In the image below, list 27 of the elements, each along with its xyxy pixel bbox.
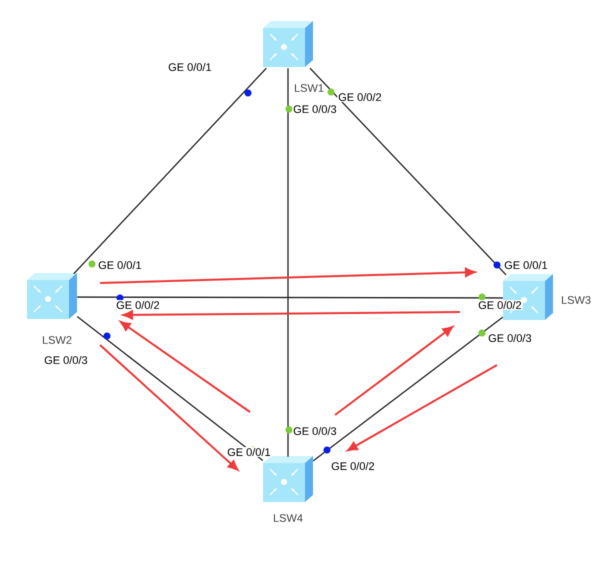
link-line [310,68,506,276]
port-label: GE 0/0/3 [487,332,533,344]
port-label: GE 0/0/3 [292,426,338,436]
switch-label: LSW3 [562,296,590,304]
port-label: GE 0/0/1 [97,260,143,270]
port-label: GE 0/0/3 [43,354,89,366]
port-label: GE 0/0/2 [337,92,383,102]
link-line [73,68,267,274]
traffic-arrow [99,344,238,471]
port-label: GE 0/0/1 [167,62,213,72]
port-label: GE 0/0/2 [330,460,376,472]
port-label: GE 0/0/1 [226,446,272,458]
link-line [76,316,264,462]
traffic-arrow [347,364,498,452]
port-label: GE 0/0/1 [503,260,549,270]
traffic-arrow [334,326,454,416]
link-line [312,316,504,462]
switch-label: LSW1 [294,84,324,92]
port-label: GE 0/0/2 [115,300,161,310]
switch-label: LSW2 [42,336,72,344]
port-label: GE 0/0/3 [292,104,338,114]
traffic-arrow [120,321,251,413]
traffic-arrow [122,310,460,320]
link-line [287,68,289,457]
traffic-arrow [100,268,476,284]
link-line [77,296,503,299]
switch-label: LSW4 [274,514,303,522]
